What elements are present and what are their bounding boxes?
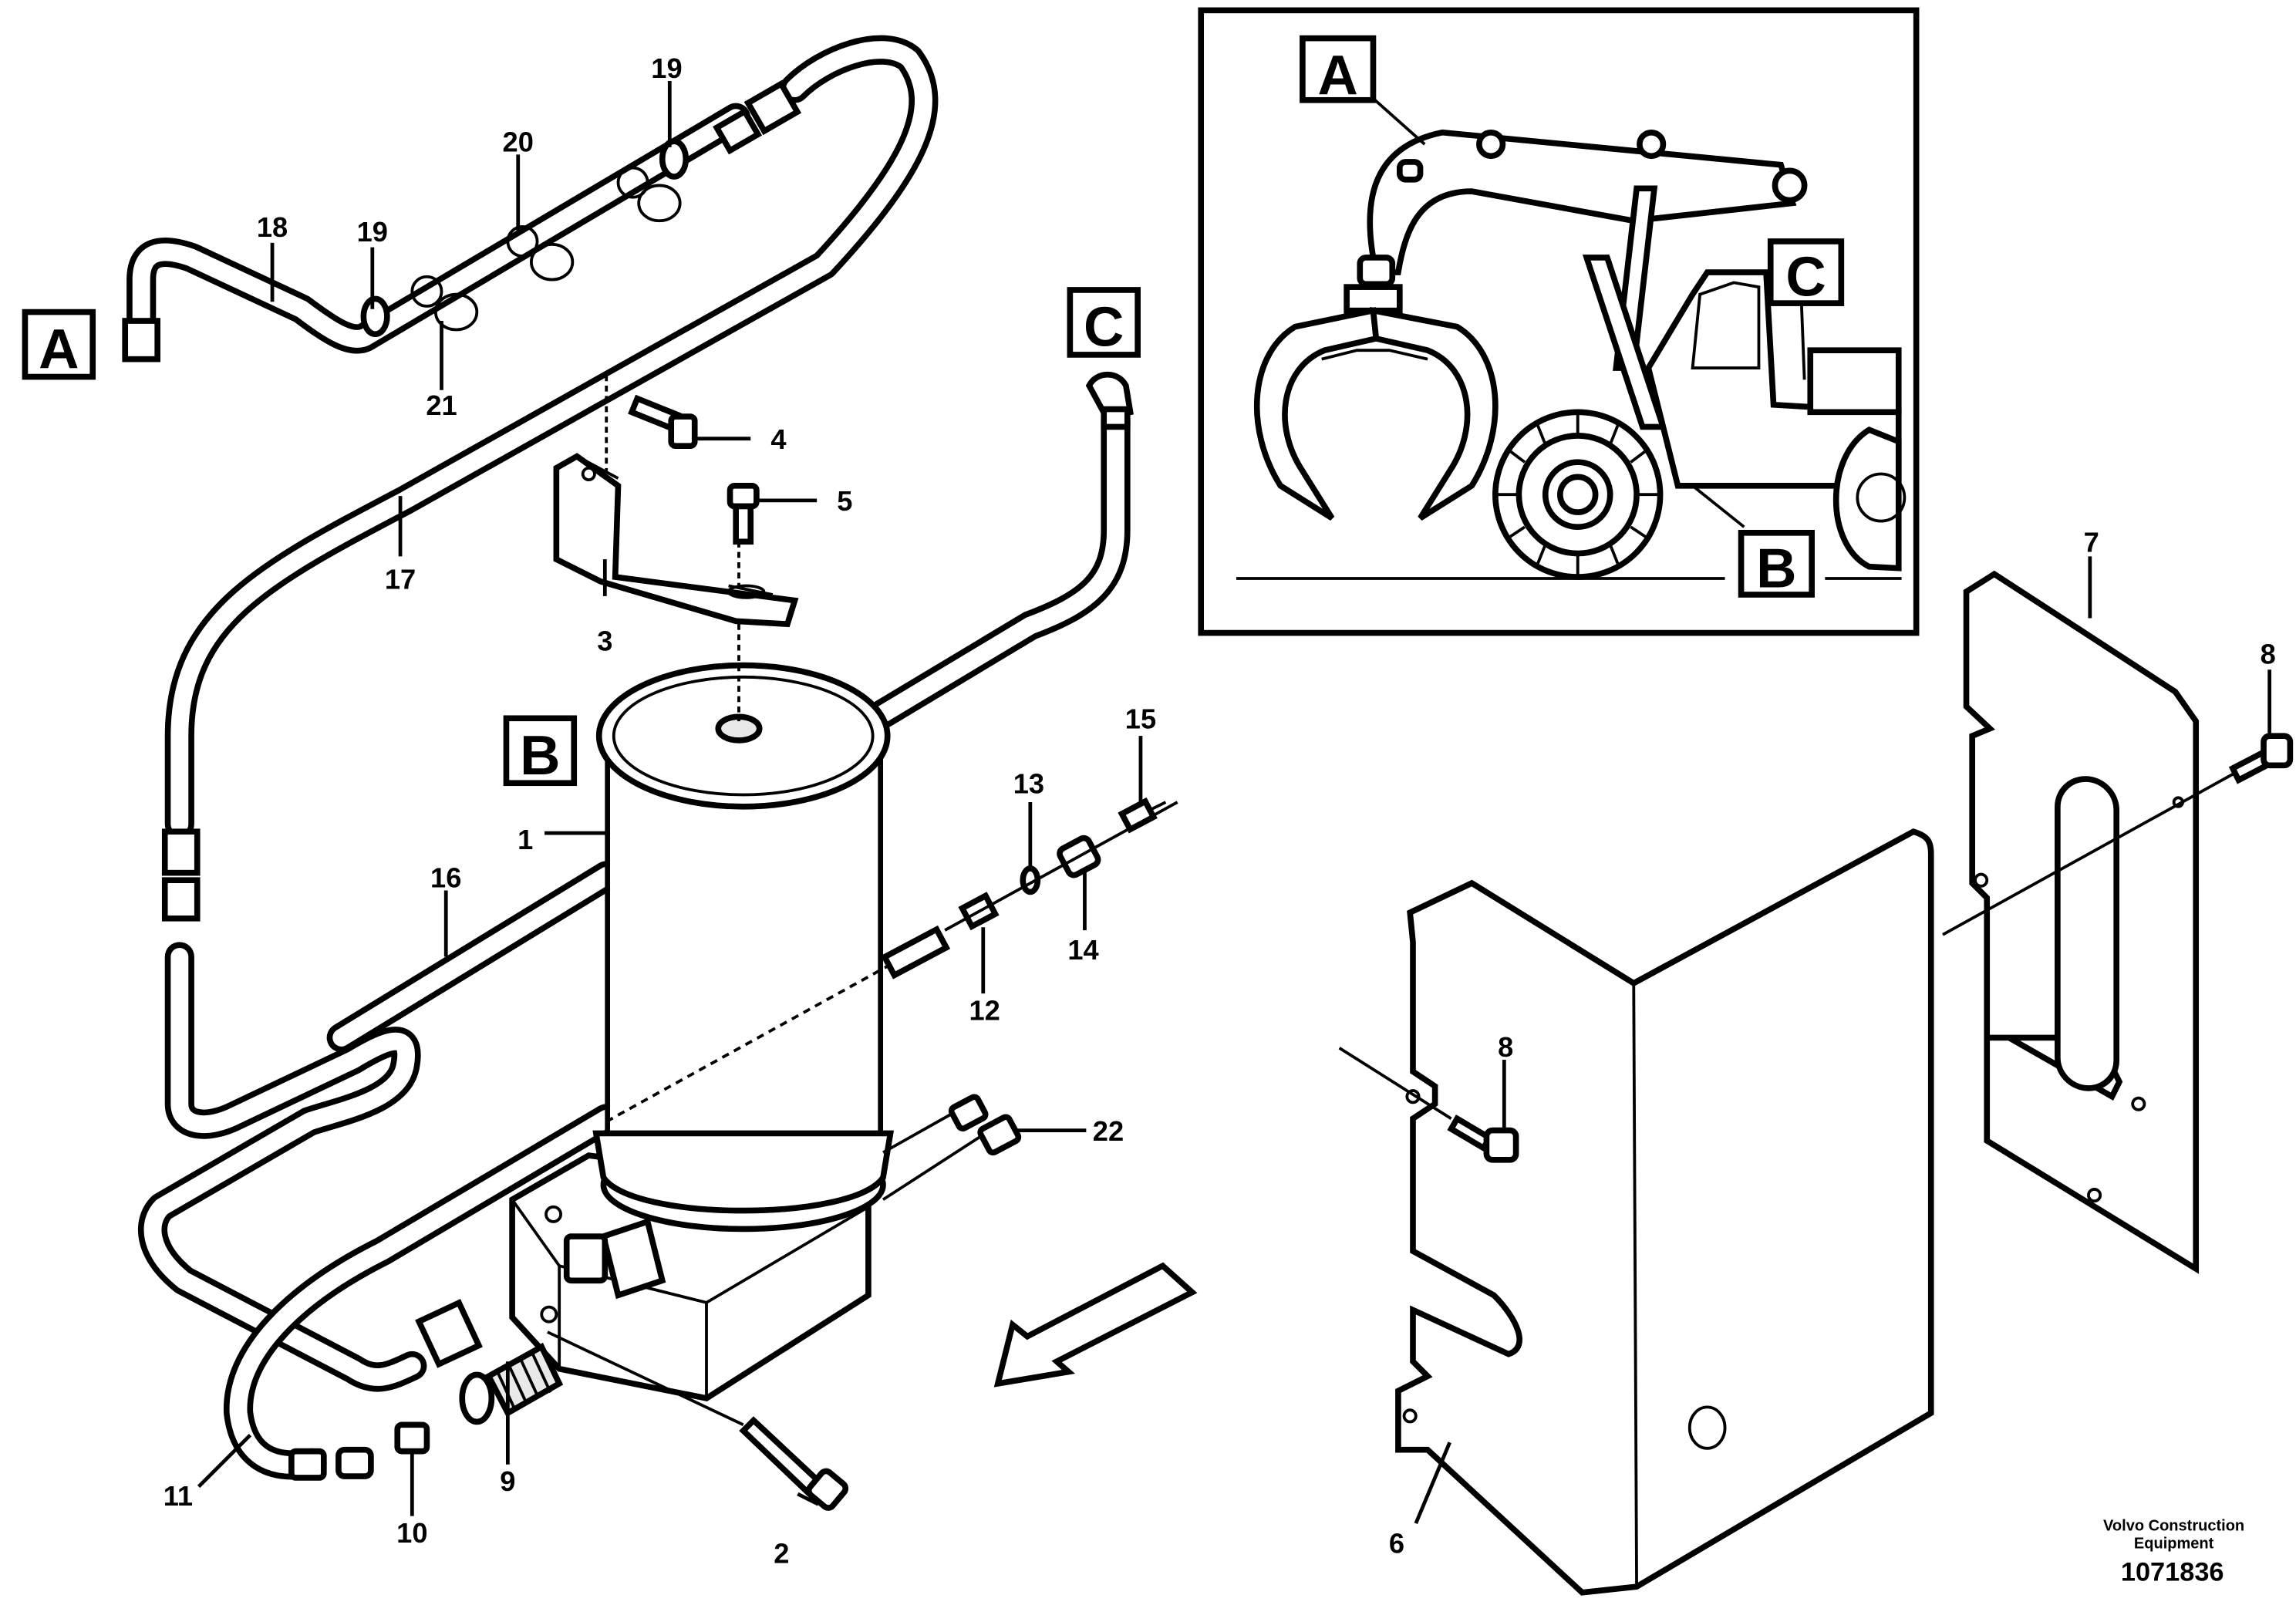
bolt-4	[628, 394, 698, 450]
callout-17: 17	[385, 563, 416, 595]
cable-harness-17	[164, 35, 939, 839]
callout-6: 6	[1389, 1527, 1404, 1559]
callout-9: 9	[500, 1465, 515, 1497]
callout-22: 22	[1093, 1115, 1124, 1147]
inset-label-c: C	[1767, 238, 1845, 309]
svg-text:B: B	[520, 724, 560, 787]
grease-hose-11	[224, 1104, 622, 1480]
leader-lines	[197, 80, 2272, 1525]
callout-5: 5	[837, 485, 852, 517]
grease-hose-c	[868, 404, 1131, 729]
main-label-a: A	[22, 309, 96, 380]
spring-9	[459, 1342, 564, 1425]
callout-10: 10	[396, 1517, 427, 1549]
svg-text:C: C	[1785, 246, 1826, 309]
credit-line-1: Volvo Construction	[2103, 1518, 2244, 1535]
callout-15: 15	[1125, 703, 1156, 735]
connector-19b	[713, 107, 763, 155]
callout-12: 12	[969, 994, 1000, 1026]
callout-11: 11	[164, 1480, 193, 1512]
callout-13: 13	[1013, 768, 1044, 800]
svg-text:B: B	[1756, 537, 1796, 599]
callout-4: 4	[770, 423, 786, 455]
connector-housing	[415, 1299, 483, 1368]
hose-end-11	[335, 1446, 374, 1479]
svg-text:C: C	[1084, 295, 1124, 358]
callout-2: 2	[774, 1538, 789, 1570]
credit-line-2: Equipment	[2134, 1536, 2214, 1553]
drawing-number: 1071836	[2121, 1558, 2224, 1587]
callout-19-right: 19	[651, 52, 682, 84]
fitting-10	[394, 1421, 430, 1455]
grease-reservoir	[592, 541, 943, 1233]
connector-19	[743, 79, 802, 136]
svg-text:A: A	[1317, 44, 1357, 106]
callout-18: 18	[257, 211, 288, 243]
callout-16: 16	[430, 862, 461, 894]
nipple-15	[1118, 797, 1167, 834]
connector-a	[122, 318, 161, 363]
bolt-5	[727, 482, 760, 545]
plate-6	[1395, 828, 1934, 1596]
inset-label-b: B	[1738, 530, 1815, 599]
callout-8-right: 8	[2261, 639, 2276, 670]
callout-numbers: 1 2 3 4 5 6 7 8 8 9 10 11 12 13 14 15 16…	[164, 52, 2276, 1570]
direction-arrow	[993, 1262, 1198, 1388]
fitting-22	[882, 1094, 1022, 1201]
clamp-21	[410, 275, 479, 332]
cable-harness-lower	[137, 942, 427, 1392]
elbow-fitting-c	[1085, 372, 1134, 430]
main-label-b: B	[503, 715, 578, 787]
callout-21: 21	[426, 389, 457, 421]
connector-17	[161, 828, 201, 876]
inset-label-a: A	[1300, 35, 1377, 106]
callout-1: 1	[518, 824, 533, 855]
callout-19-left: 19	[357, 216, 388, 248]
clamp-20	[506, 224, 575, 282]
cable-harness-18	[126, 103, 751, 354]
bolt-8-right	[1942, 733, 2294, 936]
callout-3: 3	[597, 625, 612, 656]
clamp-19b	[616, 166, 682, 223]
grease-hose-16	[326, 861, 622, 1053]
callout-8-left: 8	[1498, 1031, 1513, 1063]
svg-text:A: A	[39, 318, 79, 380]
callout-20: 20	[503, 126, 534, 158]
bolt-2	[547, 1330, 849, 1511]
main-label-c: C	[1067, 287, 1141, 358]
plate-7	[1963, 570, 2200, 1274]
clamp-19-left	[360, 295, 390, 338]
callout-7: 7	[2084, 527, 2099, 558]
clamp-19-right	[659, 138, 689, 180]
callout-14: 14	[1067, 934, 1098, 966]
fitting-12	[880, 892, 1000, 980]
connector-17b	[161, 877, 201, 922]
publisher-credit: Volvo Construction Equipment 1071836	[2103, 1518, 2244, 1587]
bracket-3	[553, 375, 799, 628]
bolt-8-left	[1338, 1047, 1519, 1163]
machine-overview-inset: A C B	[1198, 7, 1920, 636]
hose-sleeve-11	[288, 1448, 327, 1481]
